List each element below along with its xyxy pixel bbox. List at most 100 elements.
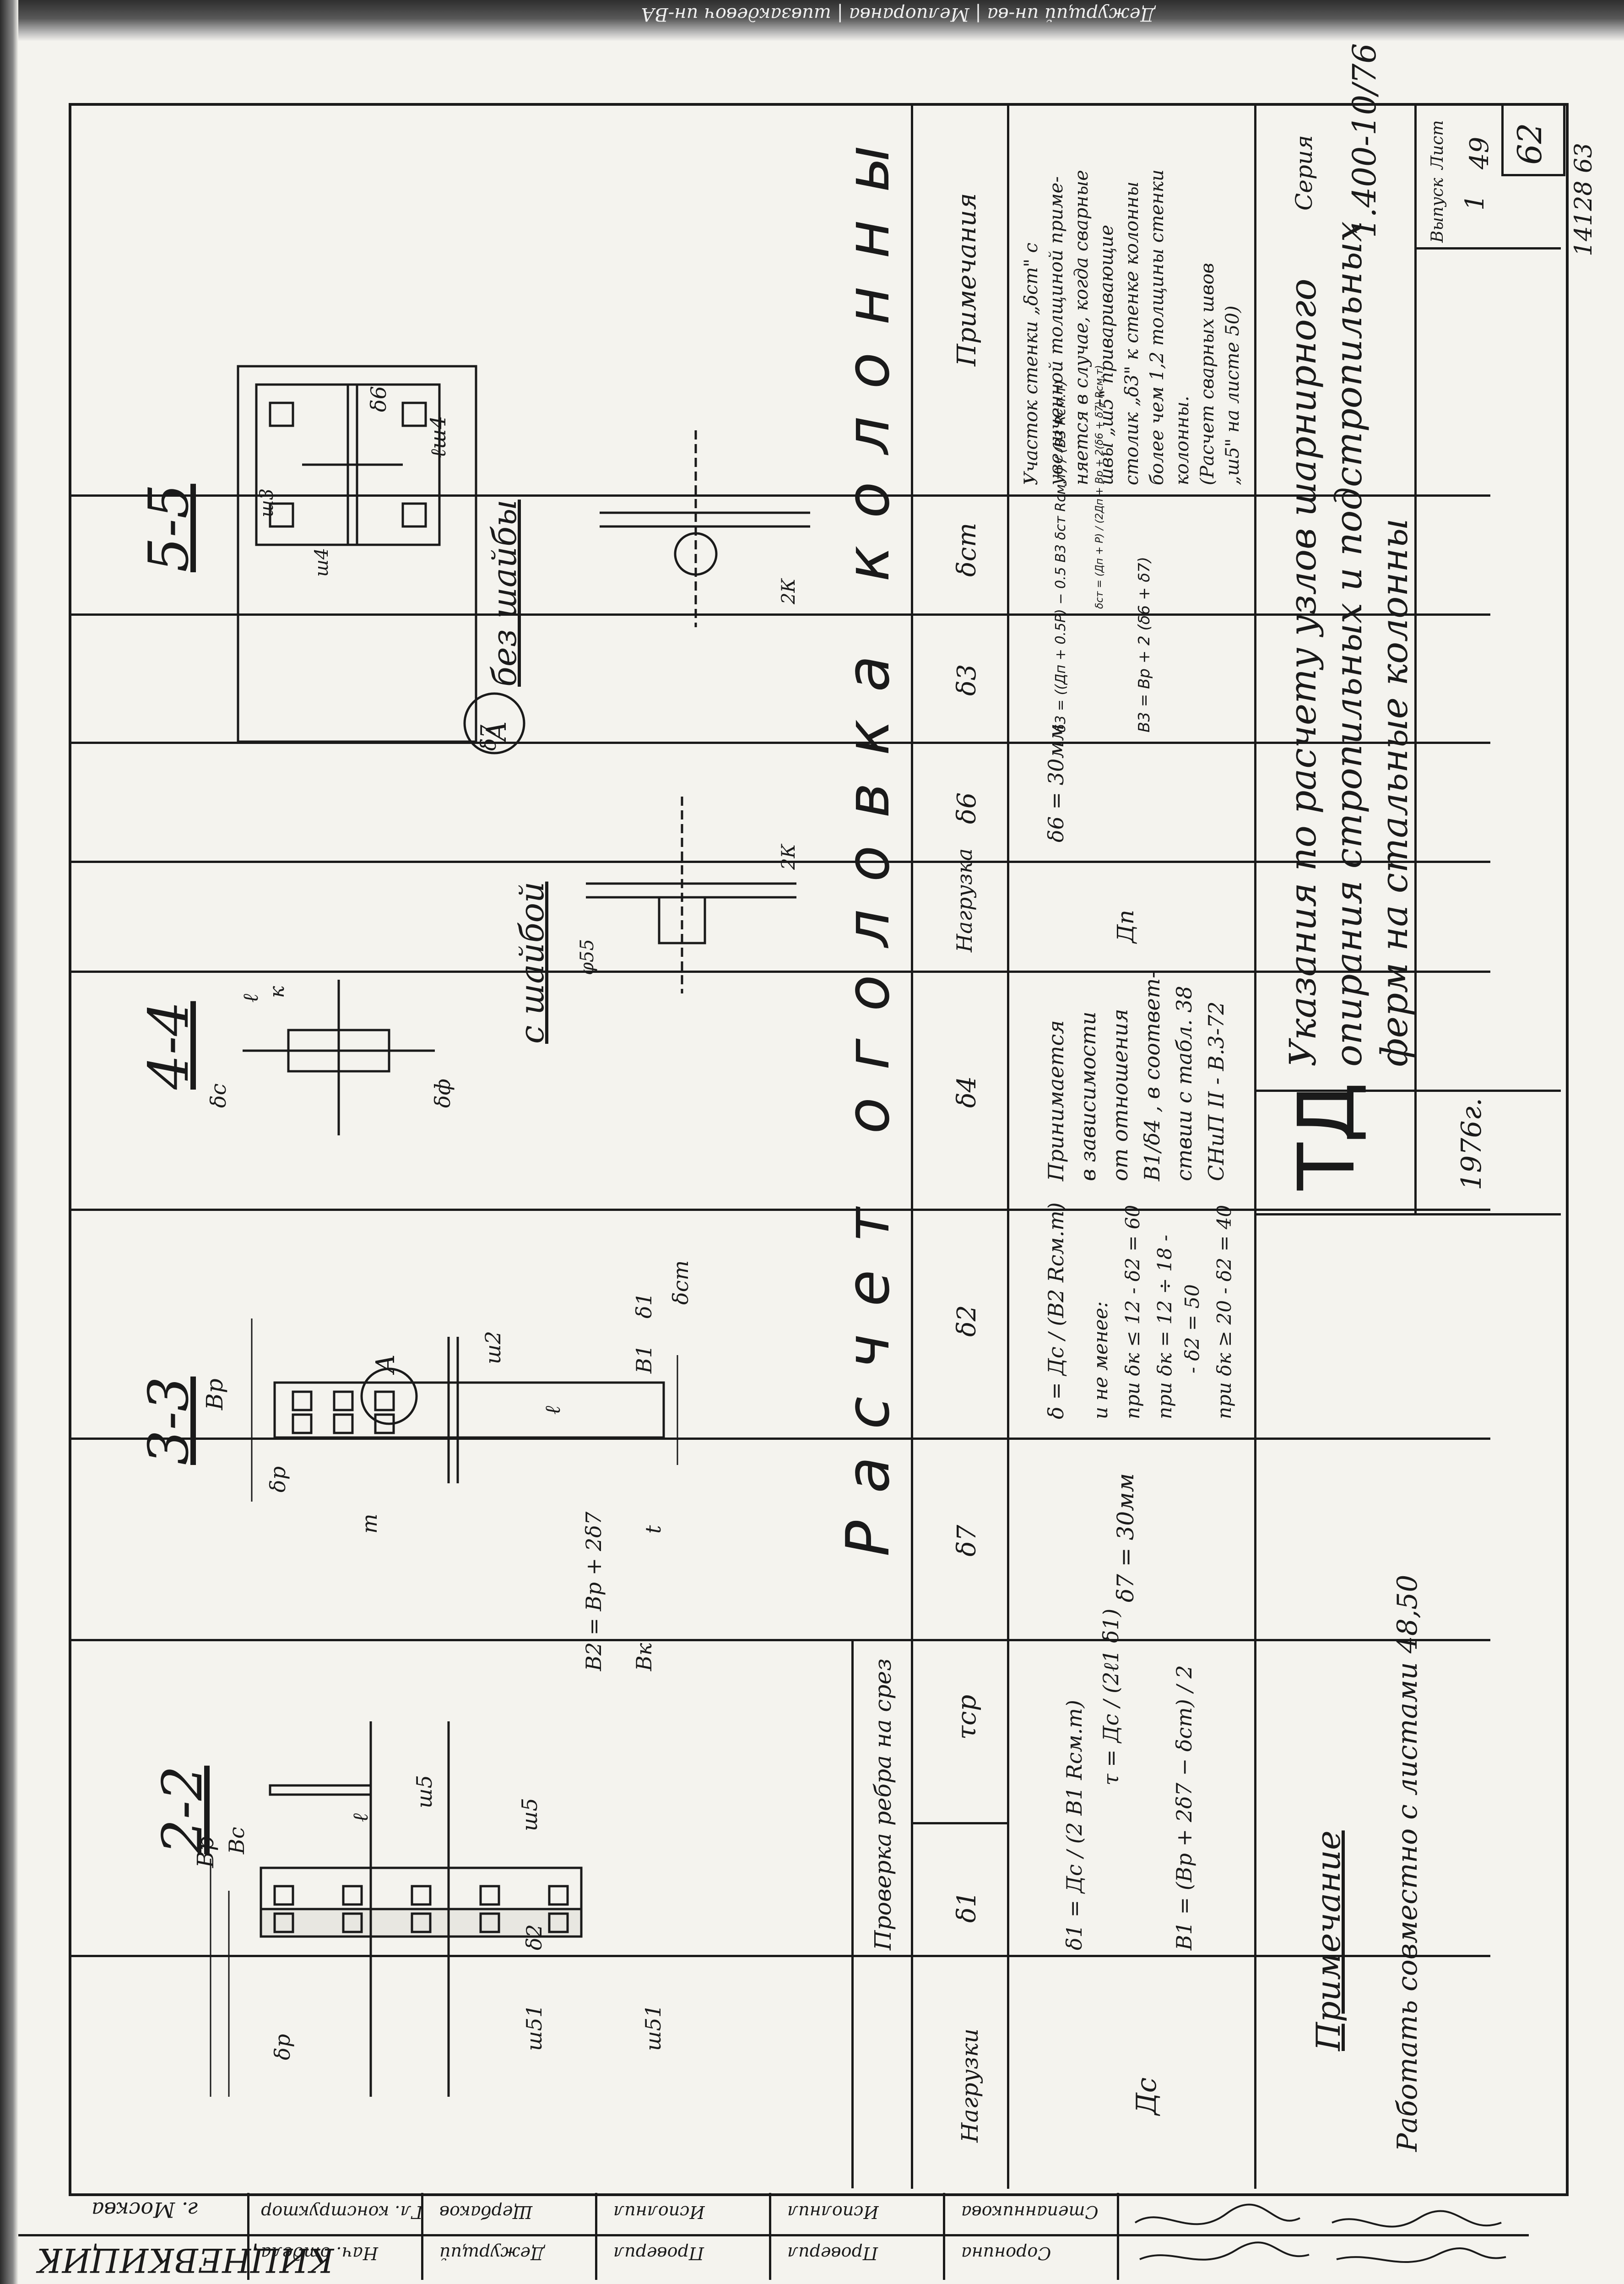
stamp-row-line (18, 2234, 1529, 2236)
header-d2: δ2 (952, 1305, 982, 1337)
label-d2-22: δ2 (522, 1924, 547, 1950)
d2-formula: δ = Дс / (B2 Rсм.т) (1044, 1202, 1068, 1419)
label-2k-a: 2К (778, 844, 799, 870)
table-header-line-a (851, 1639, 854, 2188)
label-l2-22: ℓ (348, 1813, 373, 1822)
d4-text-1: Принимается (1044, 1020, 1068, 1181)
page-number-box (1501, 103, 1565, 176)
section-2-2-drawing (210, 1721, 583, 2097)
main-title: Расчет оголовка колонны (833, 118, 903, 1557)
stamp-name-3: Исполнил (613, 2202, 705, 2222)
section-5-5-drawing (237, 365, 477, 743)
stamp-line-4 (769, 2193, 771, 2280)
stamp-role-5: Соронина (961, 2243, 1051, 2263)
sheet-label: Лист (1428, 120, 1447, 169)
title-td: ТД (1282, 1082, 1372, 1190)
header-d3: δ3 (952, 664, 982, 696)
sheet-value: 49 (1465, 136, 1494, 169)
label-d7-55: δ7 (476, 725, 501, 751)
label-df-44: δф (430, 1079, 455, 1108)
label-kc-44: к (265, 986, 289, 998)
series-value: 1.400-10/76 (1346, 43, 1383, 238)
stamp-line-1 (247, 2193, 249, 2280)
note-text: Работать совместно с листами 48,50 (1391, 1574, 1424, 2152)
table-col-d2-border (71, 1209, 1490, 1211)
section-3-3-drawing (251, 1318, 678, 1502)
doc-number: 14128 63 (1570, 142, 1597, 256)
signatures (1134, 2203, 1506, 2263)
stamp-line-5 (943, 2193, 945, 2280)
label-dst-33: δст (668, 1260, 693, 1305)
title-block-top (1256, 1213, 1561, 1215)
stamp-role-1: Нач. отдела (261, 2243, 378, 2263)
header-loads: Нагрузки (957, 2028, 983, 2143)
title-desc-1: Указания по расчету узлов шарнирного (1282, 278, 1324, 1067)
header-tsr: τср (952, 1694, 982, 1740)
header-notes: Примечания (952, 193, 982, 366)
notes-line-3: няется в случае, когда сварные (1071, 170, 1092, 485)
d2-min: и не менее: (1089, 1301, 1112, 1419)
table-check-split (913, 1822, 1007, 1824)
label-m-33: m (357, 1514, 382, 1534)
table-col-d6-border (71, 742, 1490, 744)
label-t-33: t (641, 1525, 666, 1534)
header-d6: δ6 (952, 792, 982, 824)
d4-text-3: от отношения (1108, 1009, 1132, 1181)
notes-line-1: Участок стенки „δст" с (1021, 242, 1042, 485)
series-label: Серия (1291, 135, 1317, 211)
table-bottom-line (1254, 106, 1256, 2189)
table-col-d7-border (71, 1438, 1490, 1440)
title-block-td-split (1256, 1090, 1561, 1092)
table-body-line (1007, 106, 1009, 2189)
load-value-dp: Дп (1112, 910, 1139, 943)
stamp-name-1: Гл. конструктор (261, 2202, 423, 2222)
label-bc-22: Bc (224, 1827, 249, 1854)
label-sh3-55: ш3 (256, 488, 277, 517)
stamp-name-4: Исполнил (787, 2202, 879, 2222)
page-number: 62 (1510, 123, 1549, 165)
title-block-series-split (1414, 247, 1561, 250)
node-a-33: А (371, 1354, 401, 1373)
title-desc-3: ферм на стальные колонны (1373, 518, 1416, 1067)
stamp-line-6 (1117, 2193, 1119, 2280)
d1-formula-2: B1 = (Bр + 2δ7 − δст) / 2 (1172, 1665, 1196, 1950)
label-bk-22: Bк (632, 1643, 656, 1671)
d2-case-3: при δк ≥ 20 - δ2 = 40 (1213, 1204, 1235, 1419)
section-4-4-title: 4-4 (137, 1001, 201, 1090)
label-sh51b-22: ш51 (641, 2004, 666, 2051)
label-lsh4-55: ℓш4 (426, 416, 450, 458)
stamp-role-3: Проверил (613, 2243, 704, 2263)
notes-line-7: колонны. (1172, 396, 1193, 485)
issue-value: 1 (1460, 194, 1490, 211)
row-load-dc: Дс (1131, 2077, 1163, 2115)
table-col-dst-border (71, 494, 1490, 497)
table-col-d4-border (71, 971, 1490, 973)
stamp-city: г. Москва (92, 2197, 199, 2222)
header-check: Проверка ребра на срез (870, 1658, 896, 1950)
stamp-name-5: Степанникова (961, 2202, 1099, 2222)
label-sh51-22: ш51 (522, 2004, 547, 2051)
table-col-check-border (71, 1639, 1490, 1641)
issue-label: Выпуск (1428, 178, 1447, 243)
stamp-name-2: Щербаков (439, 2202, 533, 2222)
section-5-5-title: 5-5 (137, 483, 201, 572)
header-d1: δ1 (952, 1891, 982, 1923)
notes-line-6: более чем 1,2 толщины стенки (1147, 169, 1168, 485)
label-dc-44: δс (206, 1083, 231, 1108)
detail-with-washer-title: с шайбой (513, 881, 551, 1044)
d2-case-1: при δк ≤ 12 - δ2 = 60 (1121, 1204, 1144, 1419)
section-3-3-title: 3-3 (137, 1376, 201, 1465)
label-sh5-22: ш5 (412, 1775, 437, 1808)
scan-top-edge (0, 0, 1624, 41)
label-d1-33: δ1 (632, 1292, 656, 1318)
table-col-load-border (71, 861, 1490, 863)
table-col-d3-border (71, 613, 1490, 616)
label-d6-55: δ6 (366, 386, 391, 412)
notes-line-2: увеличенной толщиной приме- (1046, 176, 1067, 485)
notes-line-4: швы „ш5" приваривающие (1096, 224, 1117, 485)
d2-case-2b: - δ2 = 50 (1181, 1284, 1203, 1373)
no-washer-drawing (600, 430, 810, 627)
label-b1-33: В1 (632, 1344, 656, 1373)
title-year: 1976г. (1456, 1097, 1488, 1190)
drawing-frame (69, 103, 1569, 2196)
